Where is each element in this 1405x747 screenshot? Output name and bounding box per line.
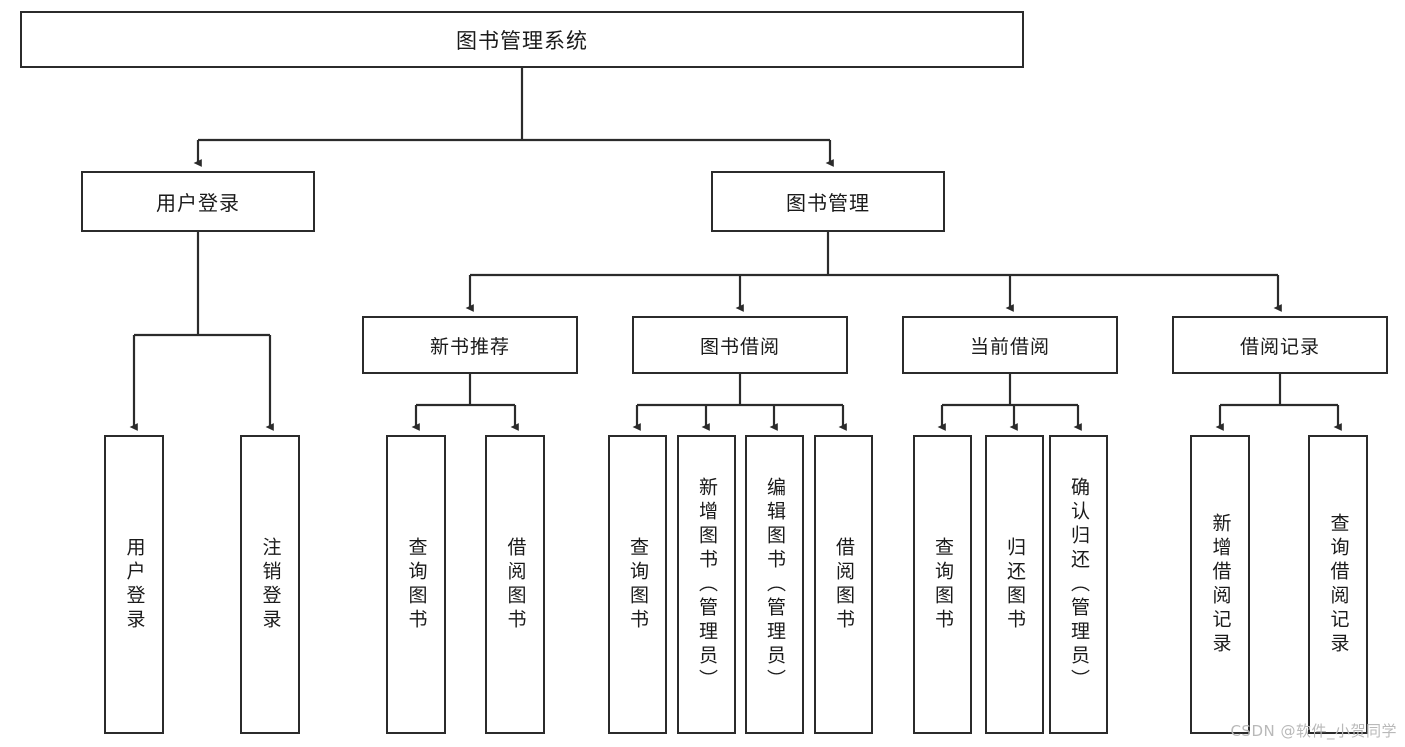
node-user-login[interactable]: 用户登录: [81, 171, 315, 232]
node-label: 借阅图书: [504, 536, 527, 633]
node-label: 借阅记录: [1239, 335, 1320, 358]
node-label: 图书管理系统: [456, 28, 588, 53]
node-book-management[interactable]: 图书管理: [711, 171, 945, 232]
node-new-book-recommend[interactable]: 新书推荐: [362, 316, 578, 374]
csdn-watermark: CSDN @软件_小贺同学: [1230, 722, 1397, 740]
node-label: 新书推荐: [429, 335, 510, 358]
leaf-borrow-book[interactable]: 借阅图书: [814, 435, 873, 734]
leaf-add-book-admin[interactable]: 新增图书（管理员）: [677, 435, 736, 734]
node-label: 确认归还（管理员）: [1068, 476, 1090, 693]
node-label: 编辑图书（管理员）: [764, 476, 786, 693]
leaf-query-book-current[interactable]: 查询图书: [913, 435, 972, 734]
node-label: 查询借阅记录: [1327, 512, 1350, 657]
leaf-user-login[interactable]: 用户登录: [104, 435, 164, 734]
leaf-query-book-recommend[interactable]: 查询图书: [386, 435, 446, 734]
leaf-borrow-book-recommend[interactable]: 借阅图书: [485, 435, 545, 734]
node-label: 注销登录: [259, 536, 282, 633]
node-label: 当前借阅: [969, 335, 1050, 358]
node-label: 查询图书: [932, 536, 954, 633]
node-label: 图书借阅: [699, 335, 780, 358]
node-book-borrow[interactable]: 图书借阅: [632, 316, 848, 374]
leaf-query-book[interactable]: 查询图书: [608, 435, 667, 734]
node-label: 图书管理: [786, 191, 870, 215]
leaf-user-logout[interactable]: 注销登录: [240, 435, 300, 734]
leaf-confirm-return-admin[interactable]: 确认归还（管理员）: [1049, 435, 1108, 734]
leaf-query-borrow-record[interactable]: 查询借阅记录: [1308, 435, 1368, 734]
leaf-edit-book-admin[interactable]: 编辑图书（管理员）: [745, 435, 804, 734]
leaf-return-book[interactable]: 归还图书: [985, 435, 1044, 734]
node-current-borrow[interactable]: 当前借阅: [902, 316, 1118, 374]
node-root-system[interactable]: 图书管理系统: [20, 11, 1024, 68]
node-label: 用户登录: [156, 191, 240, 215]
node-label: 新增图书（管理员）: [696, 476, 718, 693]
node-label: 借阅图书: [833, 536, 855, 633]
node-label: 归还图书: [1004, 536, 1026, 633]
node-label: 查询图书: [627, 536, 649, 633]
leaf-add-borrow-record[interactable]: 新增借阅记录: [1190, 435, 1250, 734]
node-label: 新增借阅记录: [1209, 512, 1232, 657]
node-label: 用户登录: [123, 536, 146, 633]
node-borrow-record[interactable]: 借阅记录: [1172, 316, 1388, 374]
node-label: 查询图书: [405, 536, 428, 633]
